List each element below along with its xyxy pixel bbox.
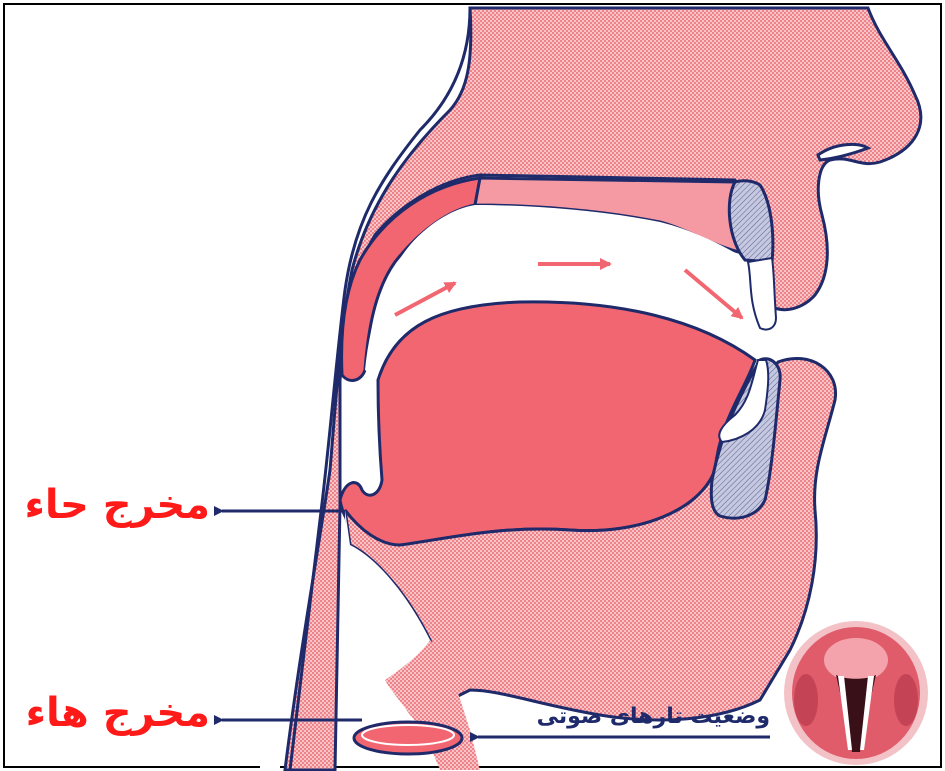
blank-area <box>260 740 280 768</box>
vocal-folds <box>354 722 462 754</box>
label-vocal-cords-state: وضعیت تارهای صوتی <box>520 704 770 729</box>
label-haa-exit: مخرج حاء <box>10 482 210 528</box>
vocal-cords-inset-image <box>784 621 928 765</box>
label-ha-exit: مخرج هاء <box>10 690 210 736</box>
